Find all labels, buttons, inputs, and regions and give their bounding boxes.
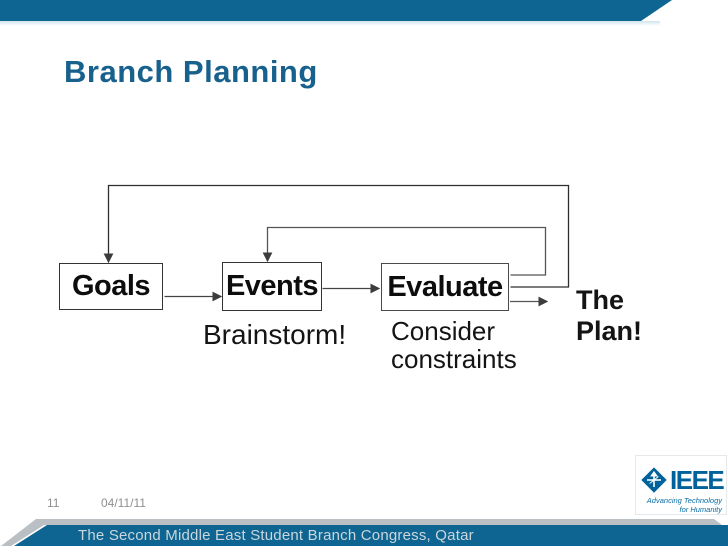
- ieee-tagline-line1: Advancing Technology: [646, 496, 722, 505]
- note-consider-line1: Consider: [391, 316, 496, 346]
- flow-box-evaluate-label: Evaluate: [387, 270, 503, 303]
- flow-box-events-label: Events: [225, 270, 319, 302]
- flow-box-evaluate: Evaluate: [381, 263, 509, 311]
- flow-box-goals: Goals: [59, 263, 163, 310]
- slide-date: 04/11/11: [101, 496, 146, 510]
- ieee-logo: IEEE Advancing Technology for Humanity: [635, 455, 727, 515]
- footer-banner-text: The Second Middle East Student Branch Co…: [78, 527, 474, 544]
- page-number: 11: [47, 496, 60, 510]
- note-the-plan: The Plan!: [576, 285, 642, 347]
- ieee-tagline: Advancing Technology for Humanity: [646, 496, 722, 514]
- footer-blue-bar: [14, 525, 728, 546]
- footer-gray-stripe: [1, 519, 722, 546]
- note-brainstorm: Brainstorm!: [203, 319, 347, 350]
- flow-box-events: Events: [222, 262, 322, 311]
- note-consider-constraints: Consider constraints: [391, 317, 521, 373]
- note-plan-line2: Plan!: [576, 316, 643, 346]
- note-plan-line1: The: [576, 285, 625, 315]
- footer-banner-shape: [1, 519, 728, 546]
- ieee-brand-text: IEEE: [670, 465, 725, 495]
- header-accent-stripe: [0, 21, 660, 26]
- page-title: Branch Planning: [64, 54, 318, 89]
- header-accent-bar: [0, 0, 672, 21]
- note-consider-line2: constraints: [391, 344, 517, 374]
- ieee-diamond-icon: [641, 467, 667, 493]
- connector-evaluate-to-events: [262, 226, 547, 276]
- flow-box-goals-label: Goals: [71, 270, 151, 302]
- connector-evaluate-to-goals: [103, 184, 570, 288]
- ieee-tagline-line2: for Humanity: [679, 504, 722, 514]
